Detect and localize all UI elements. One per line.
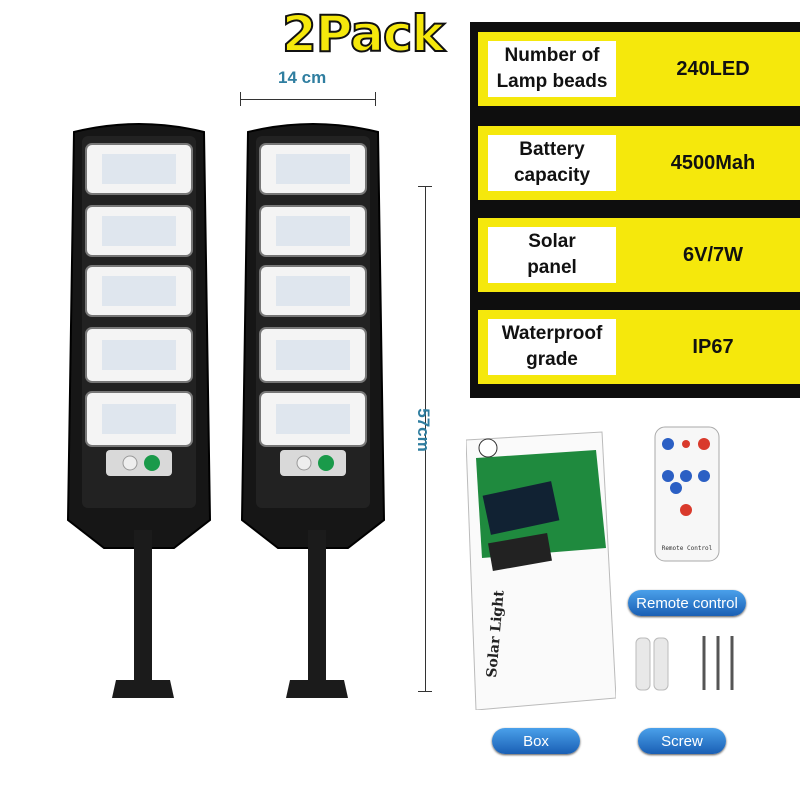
remote-control-image: Remote Control: [654, 426, 720, 562]
height-dimension-line: [418, 186, 432, 692]
spec-value: 4500Mah: [670, 151, 756, 174]
spec-value: 240LED: [676, 57, 750, 80]
solar-street-lamp-1: [66, 123, 212, 698]
spec-row: Solar panel 6V/7W: [478, 218, 800, 292]
spec-row: Number of Lamp beads 240LED: [478, 32, 800, 106]
screw-label: Screw: [638, 728, 726, 754]
pack-title: 2Pack: [281, 4, 446, 64]
spec-row: Battery capacity 4500Mah: [478, 126, 800, 200]
spec-label: Battery capacity: [488, 135, 616, 191]
remote-text: Remote Control: [662, 545, 713, 552]
screw-set-image: [635, 636, 734, 691]
spec-label: Solar panel: [488, 227, 616, 283]
spec-label: Number of Lamp beads: [488, 41, 616, 97]
box-label: Box: [492, 728, 580, 754]
remote-control-label: Remote control: [628, 590, 746, 616]
width-dimension-line: [240, 92, 376, 106]
box-title-text: Solar Light: [484, 589, 508, 678]
spec-label: Waterproof grade: [488, 319, 616, 375]
box-logo-icon: [478, 438, 498, 458]
spec-table: Number of Lamp beads 240LED Battery capa…: [470, 22, 800, 398]
height-label: 57cm: [414, 408, 433, 452]
spec-value: IP67: [692, 335, 734, 358]
spec-value: 6V/7W: [682, 243, 744, 266]
spec-row: Waterproof grade IP67: [478, 310, 800, 384]
solar-street-lamp-2: [240, 123, 386, 698]
width-label: 14 cm: [278, 68, 327, 87]
product-box-image: Solar Light: [466, 431, 616, 710]
